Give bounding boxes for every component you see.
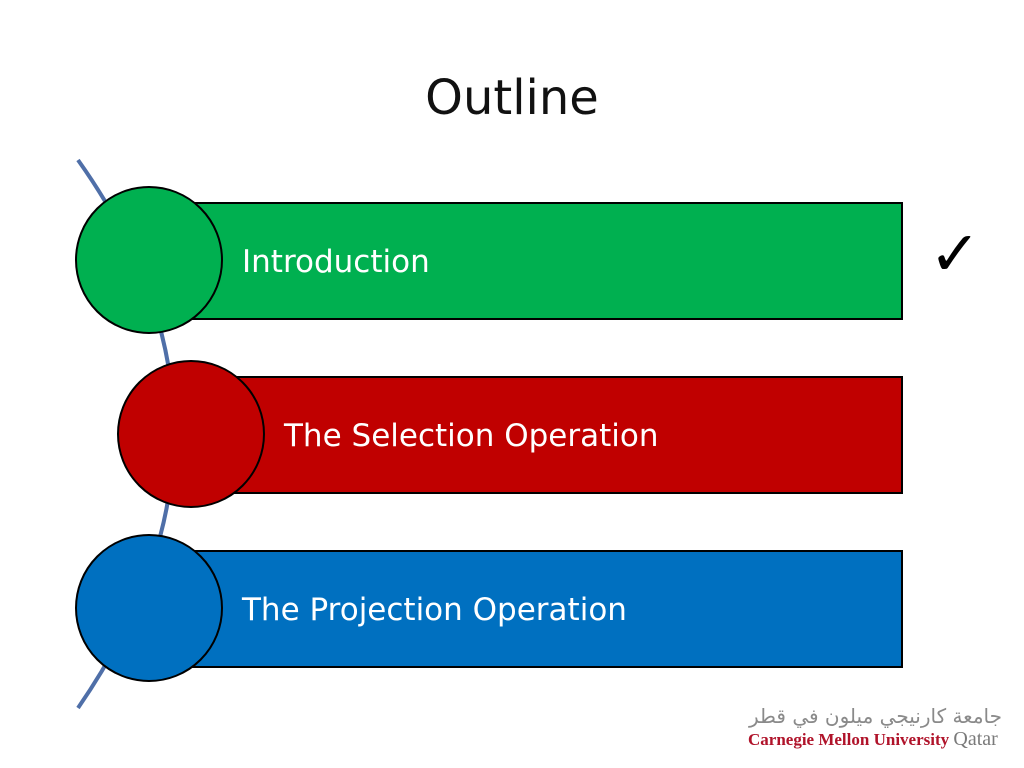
outline-item-introduction[interactable]: Introduction bbox=[75, 186, 903, 334]
university-logo: جامعة كارنيجي ميلون في قطر Carnegie Mell… bbox=[748, 704, 1014, 754]
check-mark-icon: ✓ bbox=[929, 217, 981, 290]
outline-item-selection[interactable]: The Selection Operation bbox=[117, 360, 903, 508]
item-circle bbox=[117, 360, 265, 508]
logo-english-text: Carnegie Mellon University Qatar bbox=[748, 728, 998, 751]
item-label: The Projection Operation bbox=[241, 592, 627, 628]
logo-arabic-text: جامعة كارنيجي ميلون في قطر bbox=[748, 704, 1002, 728]
item-label: Introduction bbox=[242, 244, 430, 280]
slide-title: Outline bbox=[425, 70, 599, 126]
outline-item-projection[interactable]: The Projection Operation bbox=[75, 534, 903, 682]
logo-place: Qatar bbox=[953, 728, 998, 750]
item-circle bbox=[75, 186, 223, 334]
item-bar bbox=[177, 202, 903, 320]
item-bar bbox=[219, 376, 903, 494]
item-circle bbox=[75, 534, 223, 682]
item-label: The Selection Operation bbox=[283, 418, 659, 454]
logo-name: Carnegie Mellon University bbox=[748, 730, 950, 749]
item-bar bbox=[177, 550, 903, 668]
